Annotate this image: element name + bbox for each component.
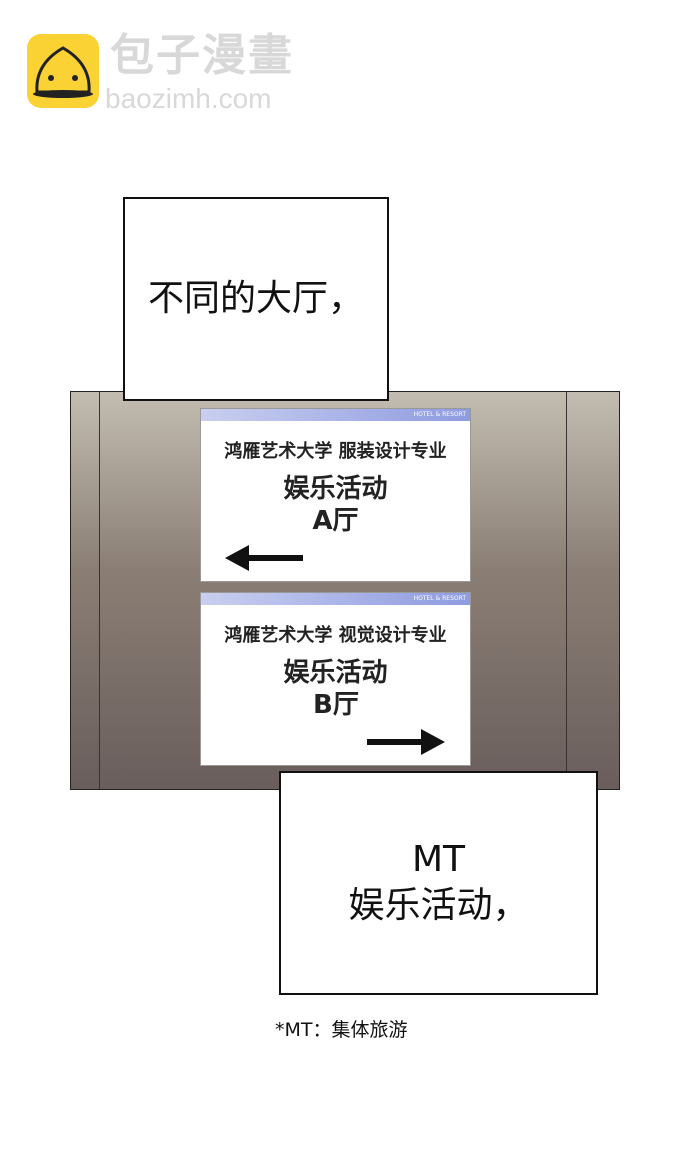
caption-top: 不同的大厅， (123, 197, 389, 401)
pillar-line (99, 392, 100, 789)
arrow-right-icon (367, 739, 423, 745)
caption-top-text: 不同的大厅， (147, 278, 364, 319)
caption-bottom-line2: 娱乐活动， (348, 885, 529, 926)
logo-icon (27, 34, 99, 108)
watermark-domain: baozimh.com (105, 83, 272, 114)
arrow-right-head-icon (421, 729, 445, 755)
pillar-line (566, 392, 567, 789)
arrow-left-head-icon (225, 545, 249, 571)
sign-event: 娱乐活动 (283, 474, 388, 504)
lobby-panel: HOTEL & RESORT 鸿雁艺术大学 服装设计专业 娱乐活动 A厅 HOT… (70, 391, 620, 790)
sign-department: 鸿雁艺术大学 视觉设计专业 (224, 625, 447, 646)
watermark-name: 包子漫畫 (110, 30, 294, 81)
arrow-left-icon (243, 555, 303, 561)
sign-brand: HOTEL & RESORT (201, 409, 470, 421)
sign-hall-a: HOTEL & RESORT 鸿雁艺术大学 服装设计专业 娱乐活动 A厅 (200, 408, 471, 582)
sign-brand: HOTEL & RESORT (201, 593, 470, 605)
footnote: *MT：集体旅游 (275, 1019, 408, 1041)
caption-bottom: MT 娱乐活动， (279, 771, 598, 995)
sign-hall: B厅 (313, 690, 359, 720)
sign-hall: A厅 (312, 506, 359, 536)
sign-event: 娱乐活动 (283, 658, 388, 688)
caption-bottom-line1: MT (411, 839, 466, 880)
sign-hall-b: HOTEL & RESORT 鸿雁艺术大学 视觉设计专业 娱乐活动 B厅 (200, 592, 471, 766)
sign-department: 鸿雁艺术大学 服装设计专业 (224, 441, 447, 462)
